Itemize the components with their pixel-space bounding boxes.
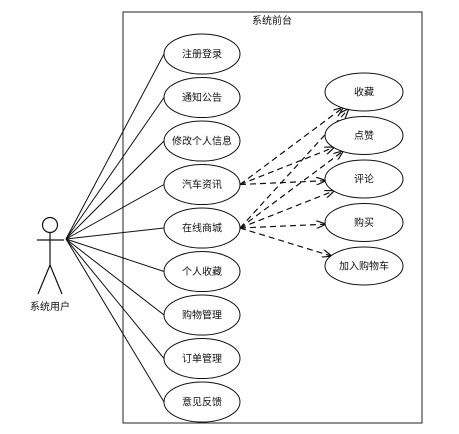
extension-ellipse <box>324 159 404 199</box>
association-line <box>65 53 165 240</box>
use-case-label: 个人收藏 <box>182 265 222 278</box>
dependency-arrow <box>239 224 325 228</box>
use-case-label: 修改个人信息 <box>172 135 232 148</box>
system-title: 系统前台 <box>252 14 292 27</box>
use-case-ellipse <box>163 164 241 205</box>
use-case-label: 订单管理 <box>182 352 222 365</box>
use-case-ellipse <box>163 33 241 75</box>
extension-ellipse <box>324 246 404 286</box>
use-case-label: 购物管理 <box>182 309 222 322</box>
extension-add_cart: 加入购物车 <box>324 246 404 286</box>
actor-left-leg <box>37 264 51 295</box>
use-case-label: 在线商城 <box>182 222 222 235</box>
dependency-arrow <box>239 108 343 185</box>
use-case-label: 注册登录 <box>182 48 222 61</box>
use-case-notice: 通知公告 <box>163 77 241 118</box>
extension-collect: 收藏 <box>324 72 404 112</box>
use-case-cart_mgmt: 购物管理 <box>163 294 241 336</box>
dependency-arrow <box>239 151 343 229</box>
extension-label: 加入购物车 <box>339 260 389 273</box>
use-case-label: 通知公告 <box>182 91 222 104</box>
use-case-ellipse <box>163 77 241 118</box>
extension-ellipse <box>324 72 404 112</box>
association-lines <box>65 53 165 403</box>
association-line <box>65 227 165 240</box>
dependency-arrow <box>239 227 331 256</box>
extension-comment: 评论 <box>324 159 404 199</box>
actor-figure <box>37 216 64 295</box>
use-case-ellipse <box>163 294 241 336</box>
use-case-ellipse <box>163 381 241 423</box>
dependency-arrow <box>239 147 334 186</box>
association-line <box>65 140 165 240</box>
dependency-arrow <box>239 191 334 229</box>
use-case-ellipse <box>163 207 241 249</box>
use-case-label: 意见反馈 <box>182 396 222 409</box>
extension-label: 点赞 <box>354 129 374 142</box>
use-case-my_fav: 个人收藏 <box>163 251 241 292</box>
extension-label: 收藏 <box>354 86 374 99</box>
system-boundary <box>122 11 423 424</box>
use-case-ellipse <box>163 338 241 379</box>
extension-buy: 购买 <box>324 203 404 242</box>
extension-label: 购买 <box>354 216 374 229</box>
extension-ellipse <box>324 203 404 242</box>
actor-right-leg <box>49 264 63 295</box>
association-line <box>65 238 165 272</box>
use-case-register: 注册登录 <box>163 33 241 75</box>
use-case-ellipse <box>163 120 241 162</box>
use-case-profile: 修改个人信息 <box>163 120 241 162</box>
use-case-label: 汽车资讯 <box>182 178 222 191</box>
actor-label: 系统用户 <box>30 300 70 313</box>
association-line <box>65 238 165 316</box>
extension-ellipse <box>324 116 404 155</box>
extension-label: 评论 <box>354 173 374 186</box>
association-line <box>65 238 165 359</box>
use-case-mall: 在线商城 <box>163 207 241 249</box>
extension-like: 点赞 <box>324 116 404 155</box>
actor-head <box>41 216 59 234</box>
dependency-arrow <box>239 181 325 185</box>
use-case-car_news: 汽车资讯 <box>163 164 241 205</box>
association-line <box>65 238 165 403</box>
use-case-orders: 订单管理 <box>163 338 241 379</box>
extend-dependencies <box>239 108 348 256</box>
use-case-ellipse <box>163 251 241 292</box>
use-case-feedback: 意见反馈 <box>163 381 241 423</box>
association-line <box>65 184 165 240</box>
association-line <box>65 97 165 240</box>
